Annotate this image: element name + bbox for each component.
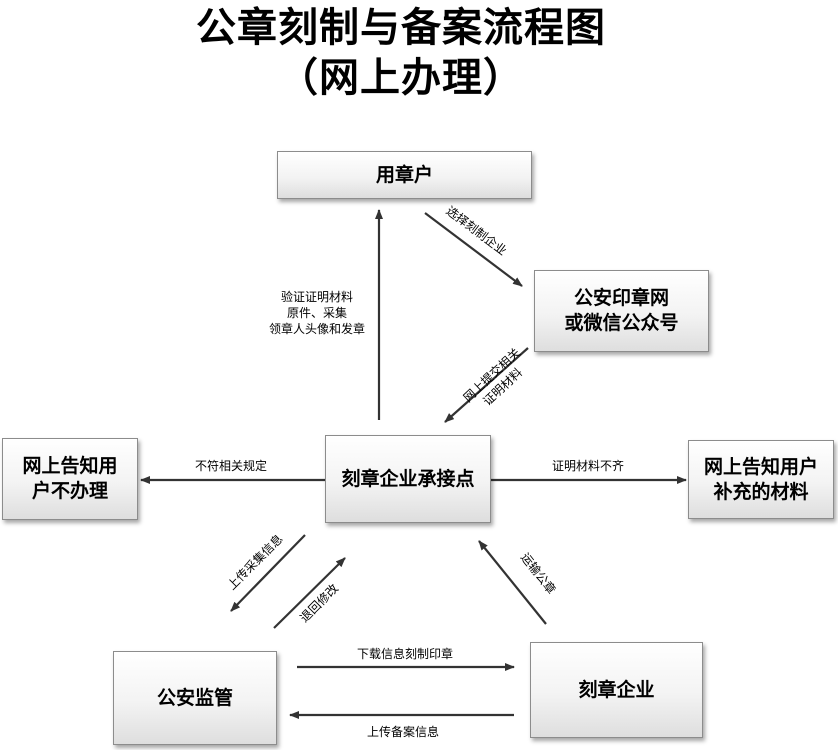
node-police-wechat: 公安印章网 或微信公众号 xyxy=(534,270,709,352)
arrow-company-to-center xyxy=(478,540,547,625)
node-police-wechat-line2: 或微信公众号 xyxy=(564,312,679,334)
label-return-modify: 退回修改 xyxy=(297,581,342,626)
arrow-police-wechat-to-center xyxy=(444,347,529,423)
label-download-info: 下载信息刻制印章 xyxy=(357,646,453,661)
arrow-police-to-center xyxy=(273,557,346,629)
label-verify-line3: 领章人头像和发章 xyxy=(269,321,365,336)
label-submit-materials: 网上提交相关 证明材料 xyxy=(460,345,525,409)
label-incomplete: 证明材料不齐 xyxy=(552,458,624,473)
label-not-compliant: 不符相关规定 xyxy=(195,458,267,473)
label-upload-record: 上传备案信息 xyxy=(367,724,439,739)
node-left-line2: 户不办理 xyxy=(31,480,108,502)
label-transport-seal: 运输公章 xyxy=(518,550,559,597)
node-company-label: 刻章企业 xyxy=(578,678,655,701)
label-upload-collect: 上传采集信息 xyxy=(224,531,286,593)
node-police-wechat-line1: 公安印章网 xyxy=(573,287,669,309)
node-center-label: 刻章企业承接点 xyxy=(341,467,475,490)
node-left-line1: 网上告知用 xyxy=(22,455,118,477)
node-company: 刻章企业 xyxy=(530,642,703,738)
node-right: 网上告知用户 补充的材料 xyxy=(688,440,834,519)
node-right-line1: 网上告知用户 xyxy=(703,455,818,478)
label-verify-line1: 验证证明材料 xyxy=(281,289,353,304)
node-police-label: 公安监管 xyxy=(156,686,233,709)
node-police: 公安监管 xyxy=(113,651,277,745)
node-right-line2: 补充的材料 xyxy=(713,480,809,503)
diagram-subtitle: （网上办理） xyxy=(278,55,524,101)
label-select-company: 选择刻制企业 xyxy=(443,203,510,258)
arrow-center-to-police xyxy=(230,534,306,612)
node-center: 刻章企业承接点 xyxy=(325,435,491,523)
label-verify-line2: 原件、采集 xyxy=(287,305,347,320)
node-user: 用章户 xyxy=(277,151,532,199)
node-left: 网上告知用 户不办理 xyxy=(2,438,138,520)
node-user-label: 用章户 xyxy=(375,163,433,186)
arrow-user-to-police-wechat xyxy=(424,212,523,287)
label-verify: 验证证明材料 原件、采集 领章人头像和发章 xyxy=(269,289,365,336)
diagram-title: 公章刻制与备案流程图 xyxy=(196,5,606,51)
